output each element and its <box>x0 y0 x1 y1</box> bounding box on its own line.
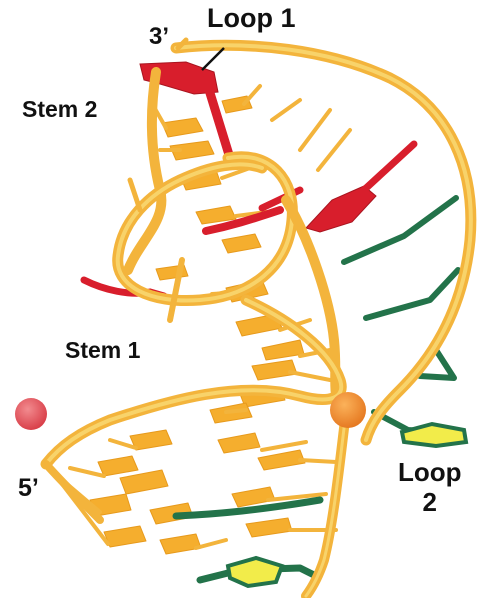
loop2-label-line2: 2 <box>398 488 462 518</box>
loop1-pointer <box>202 48 224 70</box>
base-plate <box>252 360 297 380</box>
base-plate <box>104 526 146 547</box>
loop1-backbone <box>364 144 414 190</box>
base-plate <box>218 433 260 453</box>
backbone-strand <box>128 72 161 270</box>
loop2-label: Loop 2 <box>398 458 462 518</box>
loop2-label-line1: Loop <box>398 458 462 488</box>
ion-red <box>15 398 47 430</box>
backbone-strand <box>46 300 341 464</box>
base-plate <box>246 518 292 537</box>
ion-orange <box>330 392 366 428</box>
base-plate <box>98 456 138 476</box>
stem1-label: Stem 1 <box>65 339 140 362</box>
stem2-label: Stem 2 <box>22 98 97 121</box>
base-plate <box>258 450 305 470</box>
base-plate <box>232 487 275 507</box>
base-plate <box>162 118 203 137</box>
base-plate <box>160 534 201 554</box>
five-prime-label: 5’ <box>18 476 39 501</box>
base-plate <box>262 340 304 360</box>
base-plate <box>222 234 261 253</box>
three-prime-label: 3’ <box>149 25 169 49</box>
base-plate <box>120 470 168 494</box>
loop2-base <box>228 558 282 586</box>
loop1-label: Loop 1 <box>207 5 296 32</box>
